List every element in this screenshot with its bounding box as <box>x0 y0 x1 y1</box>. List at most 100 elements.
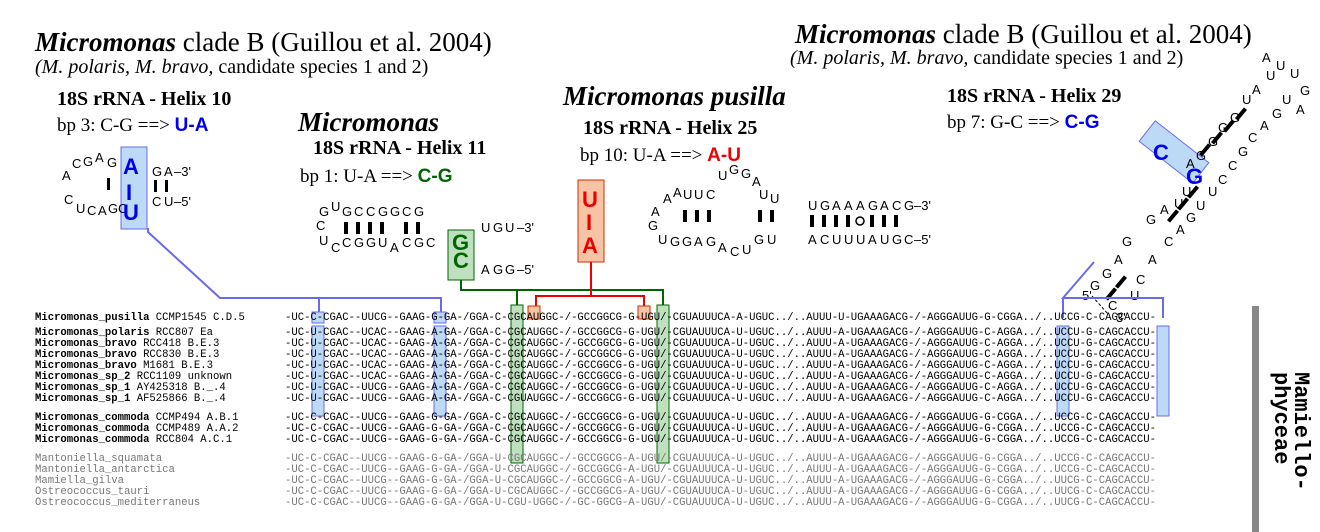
svg-text:G: G <box>1146 212 1156 227</box>
sequence-strain: CCMP489 A.A.2 <box>149 423 239 435</box>
svg-text:G: G <box>452 230 469 255</box>
svg-text:C: C <box>1153 140 1169 165</box>
svg-text:G: G <box>354 235 364 250</box>
sequence-genus: Micromonas_pusilla <box>35 312 150 324</box>
h29-bp: bp 7: G-C ==> C-G <box>947 112 1100 133</box>
sequence-strain: CCMP494 A.B.1 <box>149 412 239 424</box>
sequence-genus: Mantoniella_squamata <box>35 453 163 465</box>
svg-text:U: U <box>1174 196 1183 211</box>
svg-text:–5': –5' <box>174 194 191 209</box>
svg-text:U: U <box>694 187 703 202</box>
svg-text:U: U <box>832 232 841 247</box>
sequence-text: -UC-C-CGAC--UUCG--GAAG-G-GA-/GGA-C-CGCAU… <box>285 434 1156 446</box>
svg-text:G: G <box>390 204 400 219</box>
h10-species: (M. polaris, M. bravo, candidate species… <box>35 56 429 78</box>
svg-text:A: A <box>718 240 727 255</box>
svg-text:U: U <box>582 187 598 212</box>
sequence-text: -UC-C-CGAC--UUCG--GAAG-G-GA-/GGA-U-CGU-U… <box>285 497 1156 509</box>
svg-text:–5': –5' <box>914 232 931 247</box>
svg-text:–3': –3' <box>174 164 191 179</box>
svg-text:G: G <box>1186 164 1203 189</box>
sequence-genus: Micromonas_bravo <box>35 360 137 372</box>
h25-bp: bp 10: U-A ==> A-U <box>580 145 741 166</box>
svg-text:C: C <box>118 201 127 216</box>
sequence-genus: Micromonas_commoda <box>35 434 150 446</box>
svg-text:U: U <box>856 232 865 247</box>
svg-text:C: C <box>1108 298 1117 313</box>
svg-text:U: U <box>1282 92 1291 107</box>
svg-text:C: C <box>1136 272 1145 287</box>
svg-text:–3': –3' <box>517 220 534 235</box>
svg-text:A: A <box>1260 118 1269 133</box>
svg-text:U: U <box>1182 184 1191 199</box>
h11-title: 18S rRNA - Helix 11 <box>313 137 487 159</box>
svg-text:U: U <box>1290 66 1299 81</box>
svg-text:C: C <box>730 244 739 259</box>
svg-text:U: U <box>319 233 328 248</box>
svg-text:U: U <box>1208 184 1217 199</box>
h25-genus: Micromonas pusilla <box>563 81 786 111</box>
sequence-text: -UC-C-CGAC--UUCG--GAAG-G-GA-/GGA-C-CGCAU… <box>285 423 1156 435</box>
svg-text:G: G <box>108 201 118 216</box>
svg-text:A: A <box>1176 222 1185 237</box>
sequence-genus: Micromonas_commoda <box>35 412 150 424</box>
sequence-text: -UC-C-CGAC--UUCG--GAAG-G-GA-/GGA-U-CGCAU… <box>285 464 1156 476</box>
svg-text:U: U <box>1276 58 1285 73</box>
svg-text:U: U <box>164 194 173 209</box>
svg-text:–3': –3' <box>914 198 931 213</box>
sequence-strain: RCC1109 unknown <box>130 371 233 383</box>
svg-text:I: I <box>126 180 132 205</box>
sequence-strain: AF525866 B._.4 <box>130 393 226 405</box>
svg-text:G: G <box>493 262 503 277</box>
svg-text:5': 5' <box>1082 288 1092 303</box>
sequence-genus: Micromonas_sp_1 <box>35 393 131 405</box>
svg-text:G: G <box>682 234 692 249</box>
svg-text:C: C <box>354 204 363 219</box>
svg-text:U: U <box>123 200 139 225</box>
h11-genus: Micromonas <box>298 107 440 137</box>
svg-text:G: G <box>904 198 914 213</box>
svg-text:C: C <box>426 235 435 250</box>
svg-text:C: C <box>331 240 340 255</box>
h11-bp: bp 1: U-A ==> C-G <box>300 166 453 187</box>
svg-text:C: C <box>152 194 161 209</box>
svg-text:G: G <box>820 198 830 213</box>
svg-text:C: C <box>64 192 73 207</box>
svg-text:G: G <box>741 166 751 181</box>
svg-text:U: U <box>880 232 889 247</box>
svg-text:A: A <box>1114 252 1123 267</box>
svg-text:G: G <box>648 218 658 233</box>
mamiellophyceae-bar <box>1252 306 1259 532</box>
svg-text:U: U <box>683 187 692 202</box>
svg-text:U: U <box>658 232 667 247</box>
svg-text:C: C <box>1248 130 1257 145</box>
sequence-text: -UC-U-CGAC--UUCG--GAAG-A-GA-/GGA-C-CGCAU… <box>285 382 1156 394</box>
svg-text:C: C <box>892 198 901 213</box>
svg-text:A: A <box>1262 50 1271 65</box>
svg-text:C: C <box>820 232 829 247</box>
sequence-strain: AY425318 B._.4 <box>130 382 226 394</box>
h29-heading: Micromonas clade B (Guillou et al. 2004) <box>795 19 1252 49</box>
svg-text:A: A <box>390 240 399 255</box>
h10-bp: bp 3: C-G ==> U-A <box>57 115 209 136</box>
sequence-genus: Ostreococcus_mediterraneus <box>35 497 201 509</box>
svg-text:G: G <box>1122 234 1132 249</box>
sequence-genus: Micromonas_polaris <box>35 327 150 339</box>
svg-text:U: U <box>718 168 727 183</box>
svg-text:G: G <box>1218 120 1228 135</box>
sequence-text: -UC-U-CGAC--UUCG--GAAG-A-GA-/GGA-C-CGUAU… <box>285 393 1156 405</box>
svg-text:G: G <box>1186 210 1196 225</box>
svg-text:G: G <box>414 204 424 219</box>
svg-text:C: C <box>1218 172 1227 187</box>
sequence-genus: Mantoniella_antarctica <box>35 464 175 476</box>
svg-text:A: A <box>880 198 889 213</box>
svg-text:C: C <box>904 232 913 247</box>
mamiellophyceae-label: Mamiello-phyceae <box>1268 372 1313 491</box>
svg-text:A: A <box>844 198 853 213</box>
svg-text:A: A <box>673 185 682 200</box>
svg-text:G: G <box>83 154 93 169</box>
svg-text:A: A <box>1148 252 1157 267</box>
svg-text:A: A <box>164 164 173 179</box>
svg-text:G: G <box>892 232 902 247</box>
